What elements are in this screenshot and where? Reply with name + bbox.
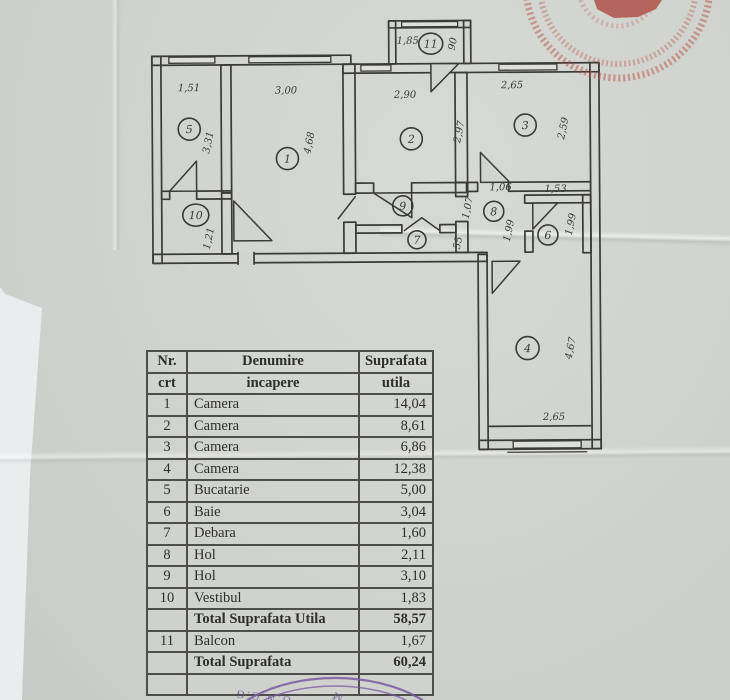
room-3-number: 3 (522, 119, 529, 132)
room-7-number: 7 (413, 234, 420, 247)
door-baie (531, 202, 559, 230)
total-utila-row: Total Suprafata Utila 58,57 (146, 608, 434, 632)
header-denumire: Denumire (186, 350, 360, 374)
red-round-stamp (523, 0, 713, 82)
room-5-number: 5 (186, 123, 193, 136)
walls (150, 19, 603, 451)
dim-3-31: 3,31 (201, 131, 216, 155)
room-1-number: 1 (284, 153, 291, 166)
door-balcon (430, 62, 460, 93)
room-number-labels: 1 2 3 4 5 6 7 8 9 10 11 (186, 38, 552, 355)
dim-1-85: 1,85 (397, 36, 419, 47)
dim-4-68: 4,68 (302, 131, 317, 156)
dimension-labels: 1,51 3,00 1,85 2,90 2,65 1,06 1,53 2,65 … (178, 36, 579, 423)
table-row: 10 Vestibul 1,83 (146, 586, 434, 610)
table-row: 1 Camera 14,04 (146, 393, 434, 417)
dim-2-65: 2,65 (500, 80, 523, 91)
dim-1-51: 1,51 (178, 83, 200, 94)
door-camera4 (491, 260, 521, 295)
header-nr: Nr. (146, 350, 188, 374)
dim-90: 90 (447, 36, 460, 51)
room-9-number: 9 (399, 200, 406, 213)
table-header-row: Nr. Denumire Suprafata (146, 350, 434, 374)
table-row: 11 Balcon 1,67 (146, 629, 434, 653)
dim-1-53: 1,53 (544, 184, 566, 195)
room-4-number: 4 (523, 342, 531, 355)
room-2-number: 2 (407, 133, 415, 146)
dim-1-06: 1,06 (489, 182, 512, 193)
dim-2-59: 2,59 (556, 116, 572, 142)
room-6-number: 6 (544, 229, 551, 242)
area-table: Nr. Denumire Suprafata crt incapere util… (146, 350, 434, 696)
dim-4-67: 4,67 (563, 336, 579, 362)
table-row: 2 Camera 8,61 (146, 414, 434, 438)
door-debara (403, 216, 441, 232)
room-11-number: 11 (424, 38, 438, 51)
dim-1-99-hol: 1,99 (502, 218, 517, 243)
door-camera3 (479, 151, 511, 184)
entrance-opening (237, 251, 255, 265)
header-suprafata: Suprafata (358, 350, 434, 374)
dim-3-00: 3,00 (275, 85, 298, 96)
dim-55: 55 (452, 236, 465, 251)
purple-oval-stamp: O.N.C.G M (233, 676, 425, 700)
door-camera1-hol (337, 195, 357, 220)
room-10-number: 10 (189, 209, 203, 222)
table-row: 7 Debara 1,60 (146, 522, 434, 546)
table-row: 4 Camera 12,38 (146, 457, 434, 481)
header-incapere: incapere (186, 371, 360, 395)
table-row: 8 Hol 2,11 (146, 543, 434, 567)
dim-2-65-bottom: 2,65 (542, 412, 565, 423)
dim-2-97: 2,97 (452, 119, 468, 145)
room-8-number: 8 (490, 205, 497, 218)
dim-1-21: 1,21 (202, 227, 217, 251)
stamp-letter: M (329, 688, 345, 700)
table-header-row2: crt incapere utila (146, 371, 434, 395)
dim-1-99-baie: 1,99 (564, 212, 579, 237)
stamp-text: O.N.C.G (233, 687, 291, 700)
windows (168, 20, 588, 453)
total-row: Total Suprafata 60,24 (146, 651, 434, 675)
door-vestibul-camera1 (232, 200, 273, 242)
dim-2-90: 2,90 (393, 90, 417, 101)
door-vestibul-bucatarie (168, 160, 198, 193)
door-swings (168, 62, 559, 295)
header-utila: utila (358, 371, 434, 395)
dim-1-07: 1,07 (461, 195, 476, 220)
